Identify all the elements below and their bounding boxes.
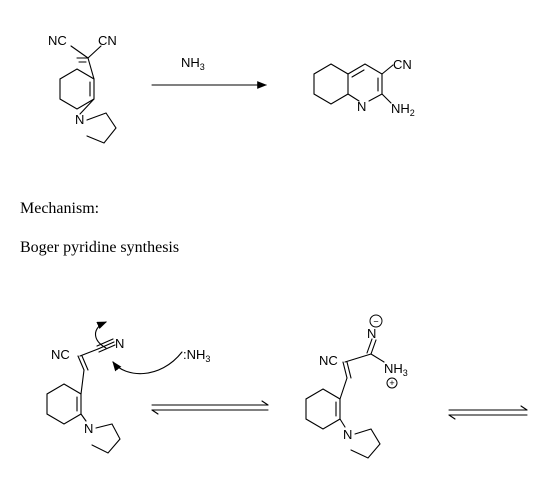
step1-nitrile-n-label: N — [115, 336, 124, 351]
step2-imine-bond — [370, 339, 377, 355]
step1-triple-bond-b — [98, 344, 116, 353]
step1-nucleophile-label: :NH3 — [183, 347, 210, 364]
step1-cyclohexene-ring — [46, 383, 82, 425]
product-nitrile-bond — [381, 64, 394, 75]
step1-pyrrolidine-ring — [91, 423, 121, 454]
step2-cyclohexene-ring — [305, 388, 341, 430]
step2-nitrile-left-label: NC — [319, 353, 338, 368]
equilibrium-1-forward-barb — [261, 400, 269, 406]
step2-ammonium-label: NH3 — [384, 361, 408, 378]
mechanism-label: Mechanism: — [20, 200, 100, 217]
product-cyclohexane-ring — [313, 63, 349, 105]
mechanism-step2-molecule: NC N − NH3 + N — [305, 314, 408, 459]
reactant-nitrile-right-bond — [87, 45, 102, 59]
reactant-n-bond — [79, 98, 95, 115]
equilibrium-arrow-2 — [448, 405, 528, 420]
equilibrium-arrow-1 — [151, 400, 269, 415]
step1-pi-bond-curved-arrow — [94, 321, 108, 349]
product-amino-label: NH2 — [391, 101, 415, 118]
reactant-nitrile-right-label: CN — [98, 33, 117, 48]
reactant-nitrile-left-label: NC — [48, 33, 67, 48]
step2-ammonium-bond — [370, 353, 385, 363]
step2-minus-sign: − — [373, 317, 378, 327]
step1-exocyclic-bond — [77, 355, 85, 371]
equilibrium-1-reverse-barb — [151, 409, 159, 415]
reactant-amine-n-label: N — [75, 112, 84, 127]
synthesis-name: Boger pyridine synthesis — [20, 239, 180, 256]
reactant-vinyl-bond — [87, 57, 95, 80]
step2-imine-n-label: N — [367, 326, 376, 341]
reactant-pyrrolidine-ring — [86, 112, 117, 144]
product-pyridine-ring — [347, 63, 383, 102]
reactant-nitrile-left-bond — [70, 45, 89, 59]
step1-amine-n-label: N — [84, 421, 93, 436]
step1-nucleophilic-attack-arrow — [112, 351, 183, 375]
step1-triple-bond-a — [97, 341, 115, 350]
reactant-cyclohexene-ring — [59, 68, 95, 110]
mechanism-step1-molecule: NC N :NH3 N — [46, 321, 210, 454]
step1-nitrile-carbon-bond — [79, 348, 99, 357]
step2-n-bond — [339, 418, 346, 428]
step2-vinyl-bond — [339, 377, 348, 400]
product-molecule: N CN NH2 — [313, 57, 415, 118]
step2-amidine-bond — [344, 353, 372, 363]
reagent-label: NH3 — [181, 55, 205, 72]
step1-nitrile-left-label: NC — [51, 347, 70, 362]
equilibrium-2-reverse-barb — [448, 414, 456, 420]
reaction-arrow-group: NH3 — [151, 55, 268, 89]
product-ring-n-label: N — [357, 99, 366, 114]
step2-exocyclic-double-bond — [346, 361, 352, 379]
reactant-molecule: NC CN N — [48, 33, 117, 144]
step1-vinyl-bond — [80, 369, 85, 395]
step2-amine-n-label: N — [343, 427, 352, 442]
step2-plus-sign: + — [389, 378, 394, 388]
product-nitrile-label: CN — [393, 57, 412, 72]
step2-negative-charge — [369, 314, 383, 328]
product-amino-bond — [381, 93, 392, 104]
step1-n-bond — [80, 413, 87, 422]
equilibrium-2-forward-barb — [520, 405, 528, 411]
step2-exocyclic-bond — [342, 361, 348, 379]
product-pyridine-double-bond — [351, 69, 365, 78]
step1-triple-bond-c — [96, 338, 114, 347]
step2-pyrrolidine-ring — [350, 428, 381, 459]
step1-exocyclic-double-bond — [81, 355, 89, 371]
step2-positive-charge — [386, 377, 398, 389]
step2-imine-double-bond — [366, 338, 373, 354]
